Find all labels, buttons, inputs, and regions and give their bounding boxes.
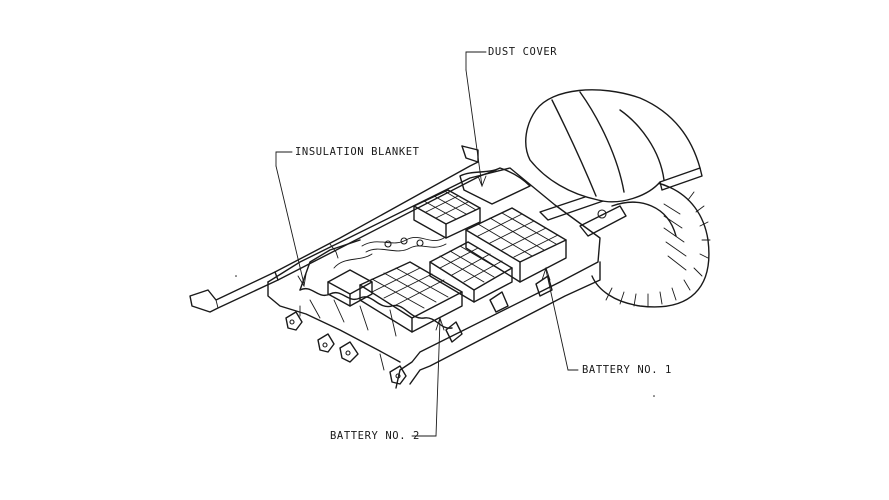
mounting-brackets (285, 275, 553, 385)
rear-small-battery (413, 189, 481, 239)
wiring-harness (333, 236, 447, 269)
label-dust-cover: DUST COVER (488, 46, 558, 58)
battery-1-box (465, 207, 567, 283)
center-battery-cells (429, 241, 513, 303)
battery-2-box (327, 261, 463, 333)
speck (653, 395, 655, 397)
leader-lines (275, 51, 579, 437)
fender-dome (525, 89, 703, 203)
label-insulation-blanket: INSULATION BLANKET (295, 146, 420, 158)
label-battery-2: BATTERY NO. 2 (330, 430, 420, 442)
chassis-deck (267, 167, 601, 389)
insulation-blanket-shape (299, 239, 453, 337)
dust-cover-panel (459, 167, 531, 205)
speck (235, 275, 237, 277)
label-battery-1: BATTERY NO. 1 (582, 364, 672, 376)
